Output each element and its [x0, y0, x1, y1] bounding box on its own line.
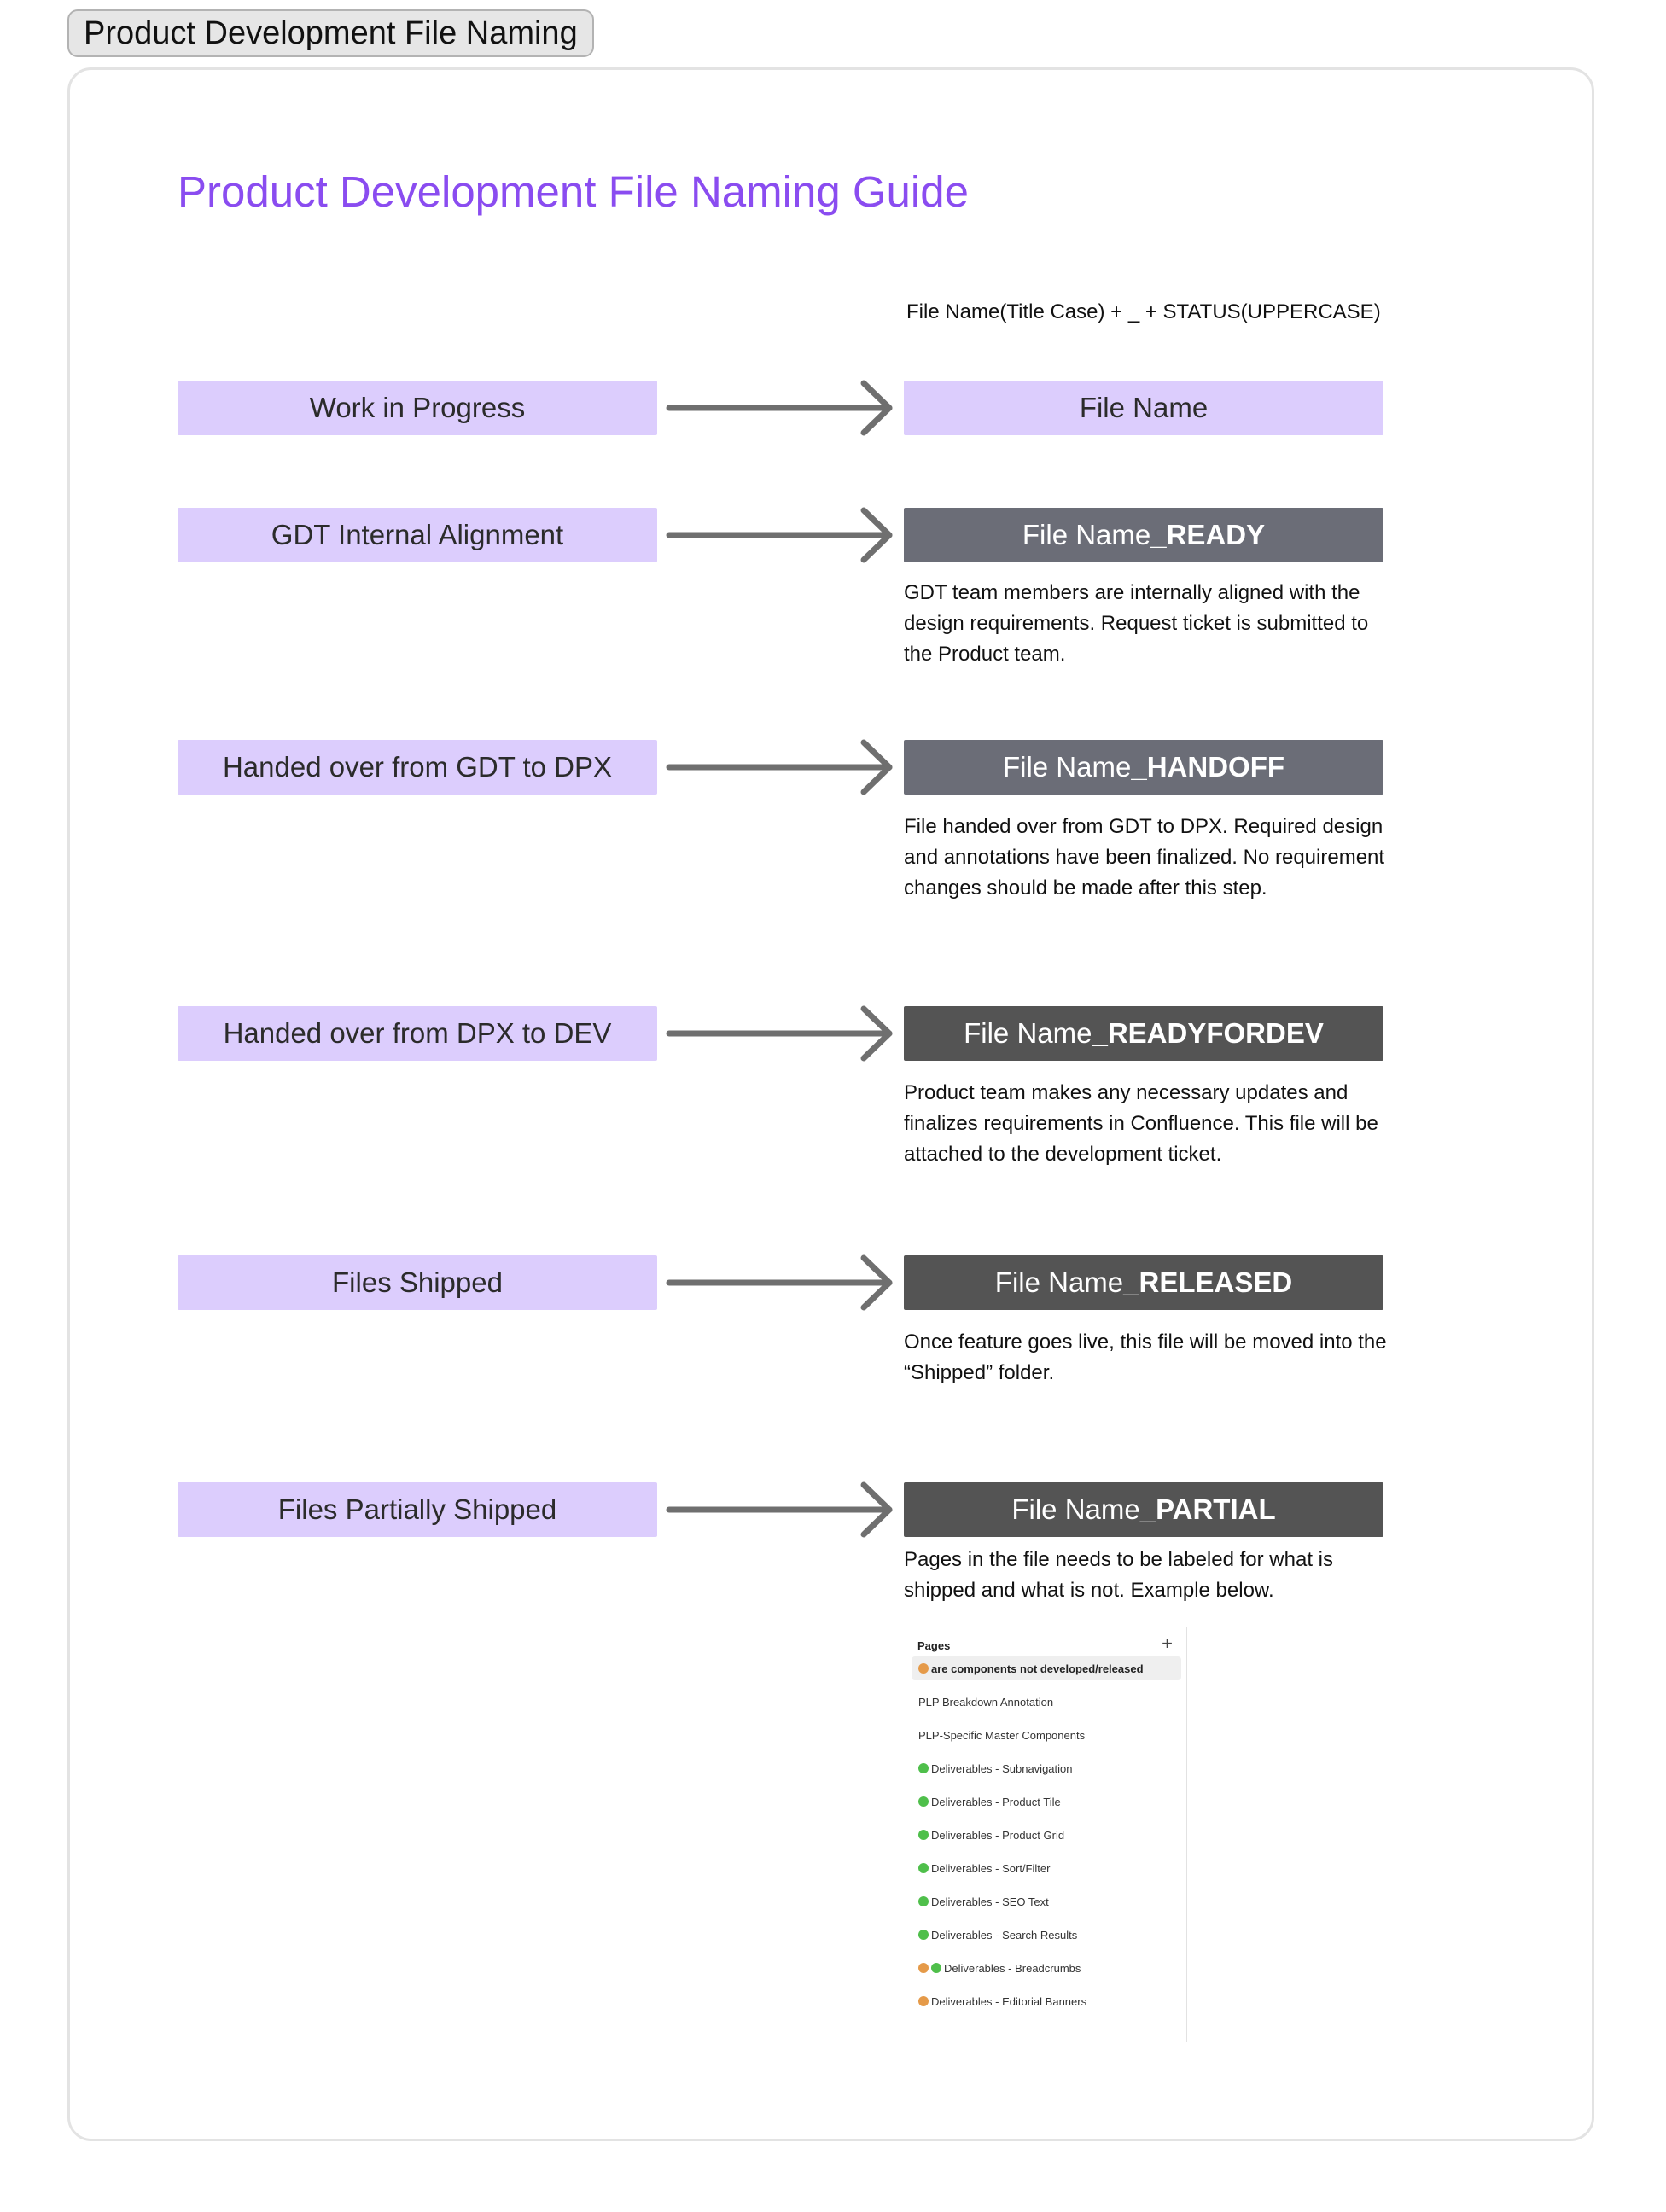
- description-ready: GDT team members are internally aligned …: [904, 581, 1369, 666]
- page-item[interactable]: Deliverables - Product Grid: [912, 1823, 1181, 1847]
- green-dot-icon: [918, 1930, 929, 1940]
- arrow-icon: [666, 1481, 893, 1538]
- page-item-label: Deliverables - Search Results: [931, 1928, 1078, 1941]
- file-name-readyfordev: File Name_READYFORDEV: [904, 1006, 1383, 1061]
- file-name-base: File Name: [1079, 392, 1209, 423]
- page-item-label: Deliverables - Breadcrumbs: [944, 1961, 1081, 1975]
- status-suffix: _HANDOFF: [1131, 751, 1285, 783]
- description-handoff: File handed over from GDT to DPX. Requir…: [904, 815, 1385, 899]
- stage-gdt-to-dpx: Handed over from GDT to DPX: [178, 740, 657, 795]
- arrow-icon: [666, 1005, 893, 1062]
- page-item-label: Deliverables - Editorial Banners: [931, 1994, 1087, 2008]
- file-name-handoff: File Name_HANDOFF: [904, 740, 1383, 795]
- status-suffix: _READY: [1150, 519, 1266, 550]
- green-dot-icon: [931, 1963, 941, 1973]
- pages-header: Pages: [917, 1639, 951, 1652]
- file-name-released: File Name_RELEASED: [904, 1255, 1383, 1310]
- green-dot-icon: [918, 1863, 929, 1873]
- arrow-icon: [666, 507, 893, 563]
- arrow-icon: [666, 1254, 893, 1311]
- page-item[interactable]: are components not developed/released: [912, 1656, 1181, 1680]
- file-name-base: File Name: [1002, 751, 1132, 783]
- page-item-label: Deliverables - Product Grid: [931, 1828, 1065, 1842]
- status-suffix: _READYFORDEV: [1092, 1017, 1324, 1049]
- page-item[interactable]: Deliverables - Sort/Filter: [912, 1856, 1181, 1880]
- page-item-label: Deliverables - Sort/Filter: [931, 1861, 1051, 1875]
- page-item[interactable]: Deliverables - Editorial Banners: [912, 1989, 1181, 2013]
- orange-dot-icon: [918, 1963, 929, 1973]
- page-item[interactable]: Deliverables - Search Results: [912, 1923, 1181, 1947]
- stage-work-in-progress: Work in Progress: [178, 381, 657, 435]
- arrow-icon: [666, 739, 893, 795]
- file-name-wip: File Name: [904, 381, 1383, 435]
- file-name-ready: File Name_READY: [904, 508, 1383, 562]
- frame-tab[interactable]: Product Development File Naming: [67, 9, 594, 57]
- description-readyfordev: Product team makes any necessary updates…: [904, 1081, 1378, 1166]
- guide-title: Product Development File Naming Guide: [178, 167, 969, 216]
- page-item[interactable]: Deliverables - Product Tile: [912, 1790, 1181, 1813]
- green-dot-icon: [918, 1830, 929, 1840]
- pages-panel: Pages + are components not developed/rel…: [906, 1627, 1187, 2042]
- stage-files-shipped: Files Shipped: [178, 1255, 657, 1310]
- page-item-label: PLP-Specific Master Components: [918, 1728, 1086, 1742]
- green-dot-icon: [918, 1896, 929, 1906]
- status-suffix: _PARTIAL: [1139, 1493, 1276, 1525]
- status-suffix: _RELEASED: [1123, 1266, 1293, 1298]
- description-partial: Pages in the file needs to be labeled fo…: [904, 1548, 1333, 1602]
- page-item[interactable]: Deliverables - Subnavigation: [912, 1756, 1181, 1780]
- file-name-base: File Name: [994, 1266, 1124, 1298]
- file-name-base: File Name: [1011, 1493, 1140, 1525]
- description-released: Once feature goes live, this file will b…: [904, 1330, 1387, 1384]
- orange-dot-icon: [918, 1663, 929, 1674]
- arrow-icon: [666, 380, 893, 436]
- file-name-partial: File Name_PARTIAL: [904, 1482, 1383, 1537]
- page-item[interactable]: PLP Breakdown Annotation: [912, 1690, 1181, 1714]
- green-dot-icon: [918, 1763, 929, 1773]
- green-dot-icon: [918, 1796, 929, 1807]
- stage-dpx-to-dev: Handed over from DPX to DEV: [178, 1006, 657, 1061]
- naming-formula: File Name(Title Case) + _ + STATUS(UPPER…: [906, 300, 1381, 323]
- page-item[interactable]: Deliverables - Breadcrumbs: [912, 1956, 1181, 1980]
- orange-dot-icon: [918, 1996, 929, 2006]
- page-item-label: are components not developed/released: [931, 1662, 1144, 1675]
- page-item-label: Deliverables - SEO Text: [931, 1895, 1049, 1908]
- file-name-base: File Name: [964, 1017, 1092, 1049]
- stage-gdt-internal-alignment: GDT Internal Alignment: [178, 508, 657, 562]
- page-item-label: Deliverables - Product Tile: [931, 1795, 1061, 1808]
- page-item-label: Deliverables - Subnavigation: [931, 1761, 1073, 1775]
- page-item[interactable]: PLP-Specific Master Components: [912, 1723, 1181, 1747]
- page-item[interactable]: Deliverables - SEO Text: [912, 1889, 1181, 1913]
- plus-icon[interactable]: +: [1162, 1633, 1173, 1654]
- page-item-label: PLP Breakdown Annotation: [918, 1695, 1054, 1708]
- file-name-base: File Name: [1022, 519, 1151, 550]
- stage-files-partially-shipped: Files Partially Shipped: [178, 1482, 657, 1537]
